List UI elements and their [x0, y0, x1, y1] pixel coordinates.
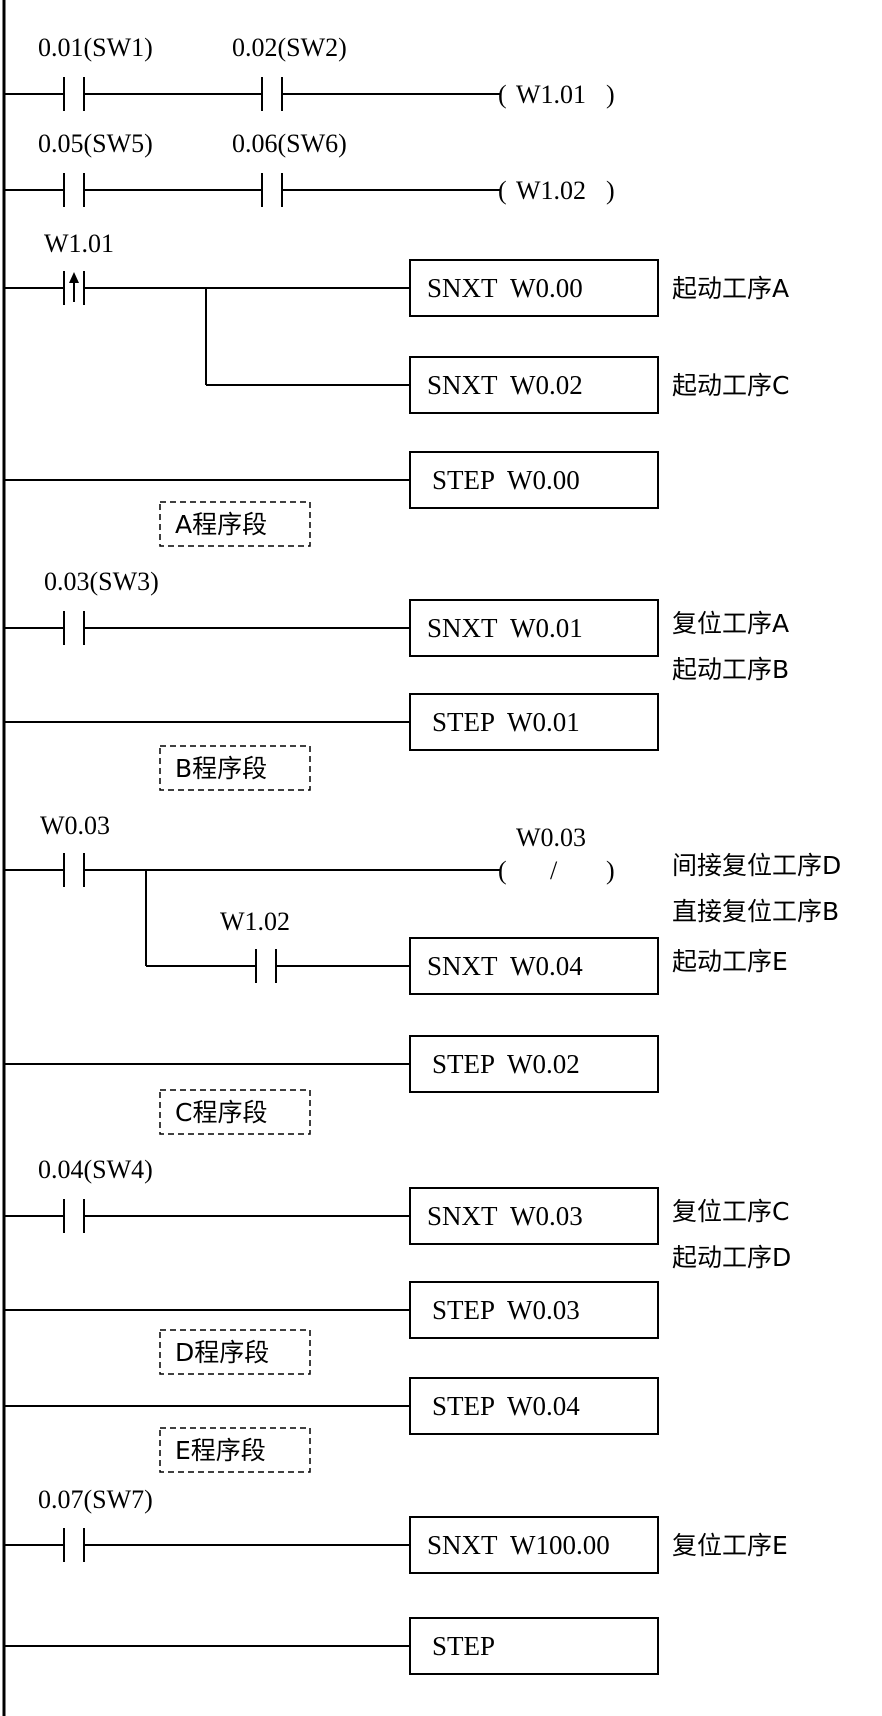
contact-label: W1.01 — [44, 229, 114, 258]
rung-4: STEP W0.00 — [4, 451, 659, 509]
coil-label: W1.02 — [516, 176, 586, 205]
contact-label: 0.06(SW6) — [232, 129, 347, 158]
svg-text:C程序段: C程序段 — [175, 1098, 267, 1127]
step-instruction-box — [409, 451, 659, 509]
instruction-text: STEP W0.01 — [432, 707, 580, 737]
comment: 间接复位工序D — [672, 851, 841, 880]
contact-label: 0.07(SW7) — [38, 1485, 153, 1514]
snxt-instruction-box — [409, 937, 659, 995]
instruction-text: STEP W0.00 — [432, 465, 580, 495]
instruction-text: SNXT W0.03 — [427, 1201, 583, 1231]
comment: 直接复位工序B — [672, 897, 839, 926]
snxt-instruction-box — [409, 1516, 659, 1574]
svg-text:): ) — [606, 80, 615, 109]
contact-label: 0.02(SW2) — [232, 33, 347, 62]
comment: 起动工序D — [672, 1243, 791, 1272]
svg-text:D程序段: D程序段 — [175, 1338, 269, 1367]
comment: 复位工序C — [672, 1197, 789, 1226]
rung-11: STEP W0.04 — [4, 1377, 659, 1435]
comment: 起动工序A — [672, 274, 789, 303]
instruction-text: SNXT W0.00 — [427, 273, 583, 303]
rung-12: 0.07(SW7) SNXT W100.00 复位工序E — [4, 1485, 788, 1574]
rung-7: W0.03 W0.03 ( / ) 间接复位工序D 直接复位工序B W1.02 … — [4, 811, 841, 995]
rung-10: STEP W0.03 — [4, 1281, 659, 1339]
svg-text:(: ( — [498, 80, 507, 109]
rung-3: W1.01 SNXT W0.00 起动工序A SNXT W0.02 起动工序C — [4, 229, 789, 414]
instruction-text: SNXT W0.04 — [427, 951, 583, 981]
section-label-e: E程序段 — [159, 1427, 311, 1473]
svg-text:): ) — [606, 856, 615, 885]
section-label-b: B程序段 — [159, 745, 311, 791]
contact-label: 0.05(SW5) — [38, 129, 153, 158]
step-instruction-box — [409, 693, 659, 751]
rung-1: 0.01(SW1) 0.02(SW2) ( W1.01 ) — [4, 33, 615, 111]
rung-9: 0.04(SW4) SNXT W0.03 复位工序C 起动工序D — [4, 1155, 791, 1272]
svg-text:(: ( — [498, 856, 507, 885]
comment: 复位工序E — [672, 1531, 788, 1560]
instruction-text: STEP W0.02 — [432, 1049, 580, 1079]
instruction-text: SNXT W0.02 — [427, 370, 583, 400]
comment: 起动工序E — [672, 947, 788, 976]
snxt-instruction-box — [409, 259, 659, 317]
svg-text:B程序段: B程序段 — [175, 754, 267, 783]
comment: 起动工序C — [672, 371, 789, 400]
step-instruction-box — [409, 1617, 659, 1675]
step-instruction-box — [409, 1281, 659, 1339]
instruction-text: STEP W0.04 — [432, 1391, 580, 1421]
rung-8: STEP W0.02 — [4, 1035, 659, 1093]
snxt-instruction-box — [409, 356, 659, 414]
coil-slash: / — [550, 856, 558, 885]
snxt-instruction-box — [409, 1187, 659, 1245]
contact-label: 0.04(SW4) — [38, 1155, 153, 1184]
svg-text:): ) — [606, 176, 615, 205]
coil-label: W1.01 — [516, 80, 586, 109]
svg-text:(: ( — [498, 176, 507, 205]
comment: 起动工序B — [672, 655, 789, 684]
coil-label: W0.03 — [516, 823, 586, 852]
rung-13: STEP — [4, 1617, 659, 1675]
contact-label: W1.02 — [220, 907, 290, 936]
step-instruction-box — [409, 1035, 659, 1093]
section-label-a: A程序段 — [159, 501, 311, 547]
instruction-text: SNXT W0.01 — [427, 613, 583, 643]
svg-text:A程序段: A程序段 — [175, 510, 267, 539]
contact-label: 0.01(SW1) — [38, 33, 153, 62]
contact-label: W0.03 — [40, 811, 110, 840]
instruction-text: STEP W0.03 — [432, 1295, 580, 1325]
comment: 复位工序A — [672, 609, 789, 638]
svg-text:E程序段: E程序段 — [175, 1436, 266, 1465]
rung-5: 0.03(SW3) SNXT W0.01 复位工序A 起动工序B — [4, 567, 789, 684]
section-label-c: C程序段 — [159, 1089, 311, 1135]
instruction-text: SNXT W100.00 — [427, 1530, 610, 1560]
instruction-text: STEP — [432, 1631, 495, 1661]
rung-2: 0.05(SW5) 0.06(SW6) ( W1.02 ) — [4, 129, 615, 207]
rung-6: STEP W0.01 — [4, 693, 659, 751]
contact-label: 0.03(SW3) — [44, 567, 159, 596]
step-instruction-box — [409, 1377, 659, 1435]
section-label-d: D程序段 — [159, 1329, 311, 1375]
snxt-instruction-box — [409, 599, 659, 657]
